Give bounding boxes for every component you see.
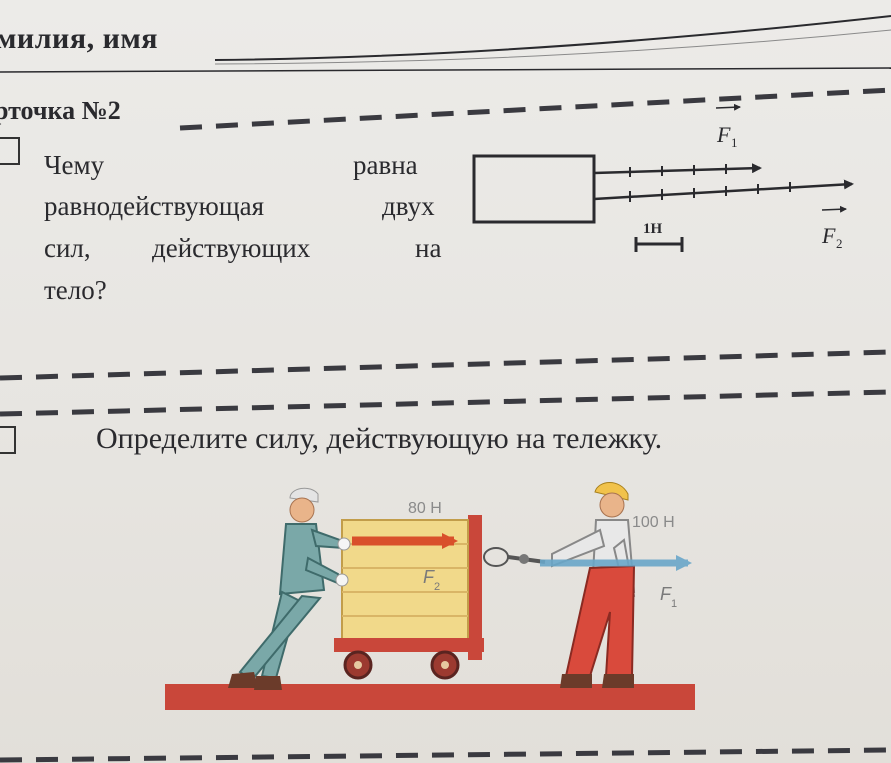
force2-vector <box>593 179 854 201</box>
name-underline <box>214 15 891 65</box>
question1-word: Чему <box>44 150 105 180</box>
question1-word: равна <box>353 150 418 180</box>
force-left-value: 80 Н <box>408 500 442 517</box>
question1-word: на <box>415 233 442 263</box>
force-right-name: F <box>660 584 672 604</box>
force1-subscript: 1 <box>731 135 738 150</box>
card-title: рточка №2 <box>0 96 121 125</box>
question1-word: действующих <box>152 233 311 263</box>
question1-word: равнодействующая <box>44 191 265 221</box>
name-field-label: милия, имя <box>0 22 159 55</box>
dynamometer-ring <box>483 547 509 567</box>
question1-word: тело? <box>44 275 107 305</box>
dashed-separator <box>0 747 891 763</box>
scale-label: 1Н <box>643 221 663 237</box>
force1-label: F <box>716 122 731 147</box>
worker-pulling <box>551 482 636 688</box>
header-rule <box>0 67 891 73</box>
task2-checkbox[interactable] <box>0 426 16 454</box>
vector-mark <box>715 103 741 111</box>
floor <box>165 684 695 710</box>
dashed-separator <box>179 87 891 131</box>
force-ticks <box>629 164 791 202</box>
force-diagram-1: F 1 F 2 1Н <box>472 103 854 252</box>
cart-handle <box>468 515 482 660</box>
dashed-separator <box>0 349 891 381</box>
question1-word: двух <box>382 191 435 221</box>
force2-label: F <box>821 223 836 248</box>
cart-platform <box>334 638 484 652</box>
force-right-value: 100 Н <box>632 514 675 531</box>
body-rectangle <box>472 154 596 224</box>
force-right-sub: 1 <box>671 598 677 610</box>
worker-pushing <box>228 487 351 690</box>
task1-checkbox[interactable] <box>0 137 20 165</box>
force-left-sub: 2 <box>434 581 440 593</box>
force2-subscript: 2 <box>836 236 843 251</box>
force-left-name: F <box>423 567 435 587</box>
cart-illustration: 80 Н 100 Н F 2 F 1 <box>165 482 695 710</box>
vector-mark <box>821 205 847 213</box>
question2-text: Определите силу, действующую на тележку. <box>96 422 663 455</box>
dashed-separator <box>0 389 891 417</box>
question1-word: сил, <box>44 233 91 263</box>
force1-vector <box>593 163 762 175</box>
